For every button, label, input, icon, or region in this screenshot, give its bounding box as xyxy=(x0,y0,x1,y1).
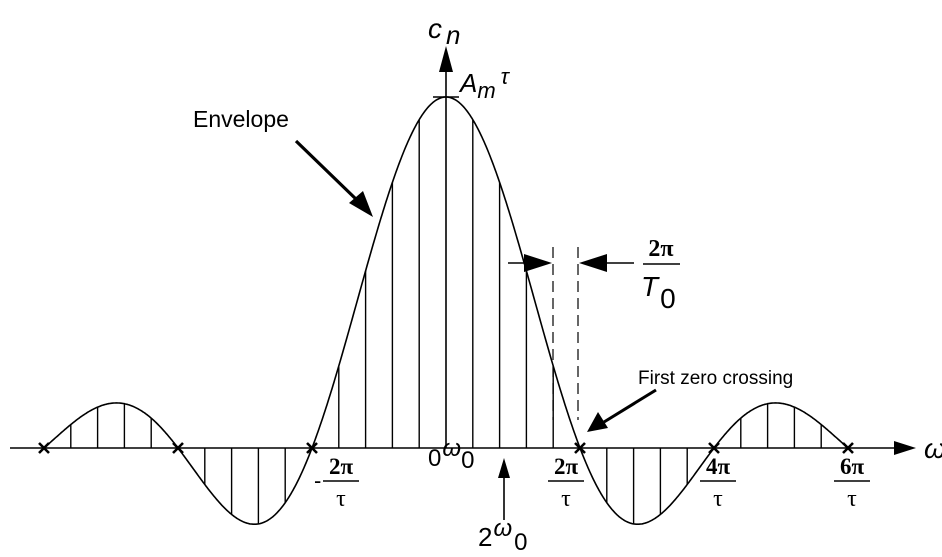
tick-numerator: 2π xyxy=(329,454,354,479)
zero-crossing-x-icon xyxy=(38,442,50,454)
first-zero-crossing-label: First zero crossing xyxy=(638,368,793,389)
zero-crossing-x-icon xyxy=(306,442,318,454)
two-omega0-label: 2ω0 xyxy=(478,515,528,556)
peak-sub: m xyxy=(477,78,495,103)
spacing-numerator: 2π xyxy=(648,236,673,262)
two-omega0-main: ω xyxy=(493,515,512,542)
cn-axis-arrow-icon xyxy=(439,46,453,72)
omega0-label: 0ω0 xyxy=(428,435,474,474)
spacing-arrow-right-icon xyxy=(579,254,607,272)
two-omega0-coef: 2 xyxy=(478,522,492,552)
omega-axis-arrow-icon xyxy=(894,441,916,455)
tick-label-pos-4pi-tau: 4π τ xyxy=(700,454,736,512)
envelope-label: Envelope xyxy=(193,106,289,132)
tick-label-pos-2pi-tau: 2π τ xyxy=(548,454,584,512)
peak-main: A xyxy=(458,68,477,98)
omega0-main: ω xyxy=(442,435,461,462)
first-zero-arrow xyxy=(603,388,657,424)
first-zero-arrowhead-icon xyxy=(587,412,608,432)
spectral-lines xyxy=(70,119,822,524)
omega0-sub: 0 xyxy=(461,447,474,474)
tick-label-pos-6pi-tau: 6π τ xyxy=(834,454,870,512)
omega0-zero: 0 xyxy=(428,445,441,472)
peak-value-label: Amτ xyxy=(458,64,511,103)
tick-denominator: τ xyxy=(847,486,857,512)
spacing-denominator: T0 xyxy=(641,271,676,314)
envelope-arrow xyxy=(294,139,361,204)
tick-minus-sign: - xyxy=(314,468,321,493)
tick-numerator: 6π xyxy=(840,454,865,479)
spacing-arrow-left-icon xyxy=(524,254,552,272)
two-omega0-sub: 0 xyxy=(514,529,527,556)
tick-denominator: τ xyxy=(713,486,723,512)
cn-sub: n xyxy=(446,20,460,50)
omega-axis-label: ω xyxy=(924,433,942,464)
zero-crossing-x-icon xyxy=(574,442,586,454)
zero-crossing-x-icon xyxy=(708,442,720,454)
tick-denominator: τ xyxy=(561,486,571,512)
two-omega0-arrow-icon xyxy=(498,458,510,478)
spacing-den-main: T xyxy=(641,271,660,302)
spacing-den-sub: 0 xyxy=(660,283,676,314)
tick-numerator: 4π xyxy=(706,454,731,479)
zero-crossing-x-icon xyxy=(172,442,184,454)
peak-sup: τ xyxy=(501,64,511,89)
tick-denominator: τ xyxy=(336,486,346,512)
cn-main: c xyxy=(428,13,442,44)
tick-numerator: 2π xyxy=(554,454,579,479)
tick-label-neg-2pi-tau: 2π τ- xyxy=(314,454,359,512)
zero-crossing-x-icon xyxy=(842,442,854,454)
zero-crossing-markers xyxy=(38,442,854,454)
envelope-arrowhead-icon xyxy=(349,191,373,217)
